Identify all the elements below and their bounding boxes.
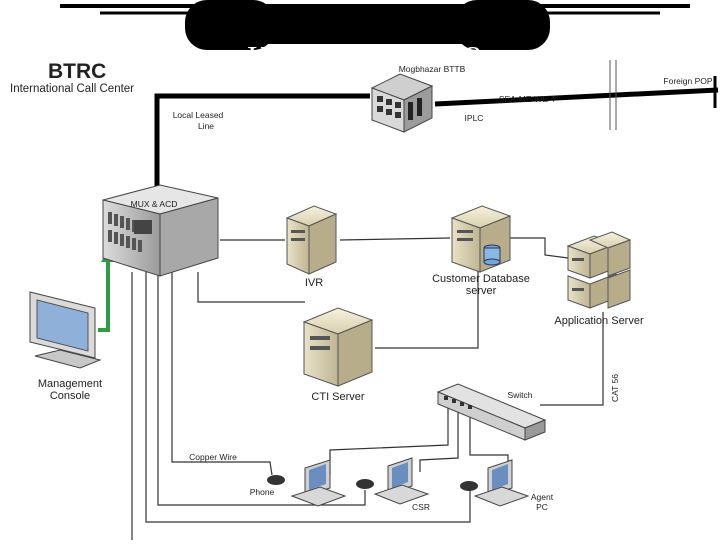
page-title: How it will work? bbox=[247, 39, 481, 75]
org-name: BTRC bbox=[48, 60, 106, 83]
phone-label: Phone bbox=[250, 487, 275, 497]
leased-line bbox=[154, 93, 370, 196]
sea-me-we-label: SEA-ME-WE 4 bbox=[499, 94, 555, 104]
mgmt-console-label-1: Management bbox=[38, 378, 102, 390]
cti-server-label: CTI Server bbox=[311, 391, 365, 403]
application-server bbox=[566, 231, 632, 309]
bttb-label: Mogbhazar BTTB bbox=[399, 64, 466, 74]
local-leased-label-1: Local Leased bbox=[173, 110, 224, 120]
bttb-exchange bbox=[370, 73, 434, 133]
agent-pc-label-2: PC bbox=[536, 502, 548, 512]
management-link bbox=[98, 255, 110, 332]
ivr-label: IVR bbox=[305, 277, 323, 289]
customer-db-label-1: Customer Database bbox=[432, 273, 530, 285]
workstation-csr-pc bbox=[356, 457, 430, 505]
switch-label: Switch bbox=[507, 390, 532, 400]
local-leased-label-2: Line bbox=[198, 121, 214, 131]
header-banner: How it will work? bbox=[60, 0, 690, 75]
agent-pc-label-1: Agent bbox=[531, 492, 554, 502]
org-subtitle: International Call Center bbox=[10, 83, 134, 95]
foreign-pop-label: Foreign POP bbox=[663, 76, 712, 86]
ivr-server bbox=[285, 205, 338, 275]
customer-db-label-2: server bbox=[466, 285, 497, 297]
csr-label: CSR bbox=[412, 502, 430, 512]
customer-db-server bbox=[450, 205, 512, 273]
mux-label: MUX & ACD bbox=[131, 199, 178, 209]
iplc-line bbox=[434, 87, 719, 107]
network-switch bbox=[436, 383, 547, 441]
cti-server bbox=[302, 307, 374, 387]
connections bbox=[98, 60, 719, 540]
iplc-label: IPLC bbox=[465, 113, 484, 123]
mgmt-console-label-2: Console bbox=[50, 390, 90, 402]
workstation-agent-pc bbox=[460, 459, 530, 507]
mux-acd-unit bbox=[102, 184, 219, 277]
cat56-label: CAT 56 bbox=[610, 374, 620, 402]
app-server-label: Application Server bbox=[554, 315, 644, 327]
workstation-phone-pc bbox=[267, 459, 347, 507]
copper-wire-label: Copper Wire bbox=[189, 452, 237, 462]
management-console-monitor bbox=[29, 291, 102, 369]
